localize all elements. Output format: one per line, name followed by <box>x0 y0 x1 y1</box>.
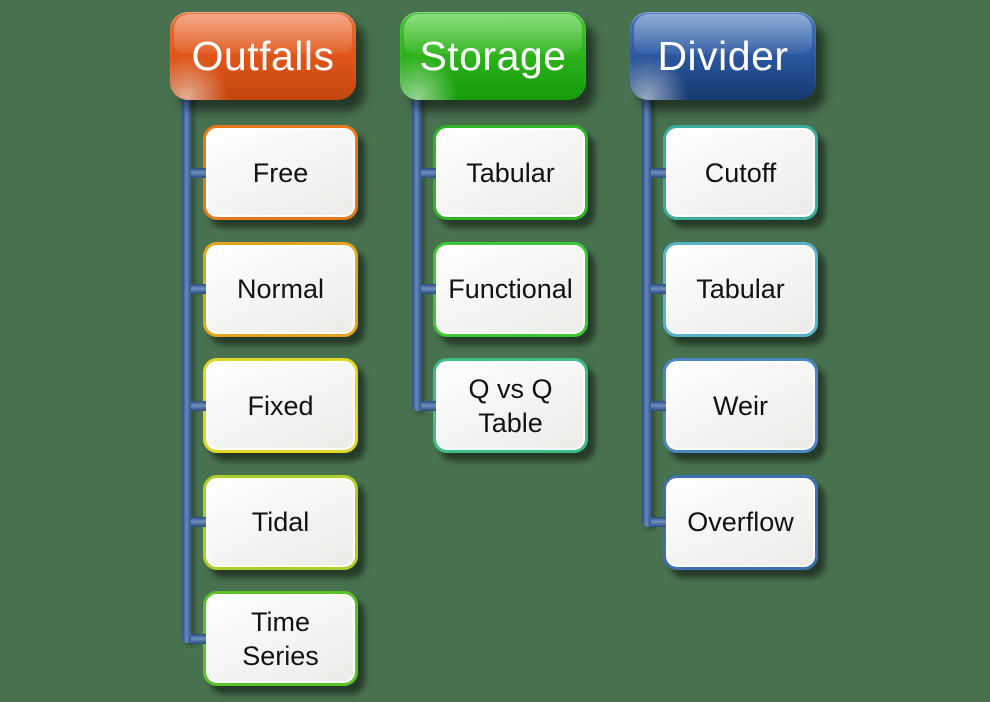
node-time-series: Time Series <box>191 591 358 686</box>
node-q-vs-q-table: Q vs Q Table <box>421 358 588 453</box>
node-label: Tidal <box>251 507 310 537</box>
connector-stub <box>651 284 666 294</box>
branch-children-divider: Cutoff Tabular Weir Overflow <box>651 125 818 570</box>
branch-divider: Divider Cutoff Tabular Weir Overflow <box>630 12 818 570</box>
branch-header-storage: Storage <box>400 12 586 100</box>
node-label: Cutoff <box>704 157 777 188</box>
node-cutoff: Cutoff <box>651 125 818 220</box>
connector-stub <box>421 284 436 294</box>
branch-storage: Storage Tabular Functional Q vs Q Table <box>400 12 588 453</box>
node-label: Time Series <box>242 606 319 671</box>
node-tabular-storage: Tabular <box>421 125 588 220</box>
node-overflow: Overflow <box>651 474 818 570</box>
branch-children-storage: Tabular Functional Q vs Q Table <box>421 125 588 453</box>
node-label: Tabular <box>696 274 785 304</box>
node-label: Free <box>252 157 309 188</box>
node-weir: Weir <box>651 358 818 453</box>
connector-stub <box>191 633 206 644</box>
node-label: Normal <box>236 274 324 304</box>
branch-header-outfalls: Outfalls <box>170 12 356 100</box>
connector-stub <box>651 167 666 178</box>
node-tabular-divider: Tabular <box>651 241 818 337</box>
connector-stub <box>421 400 436 411</box>
connector-stub <box>421 167 436 178</box>
connector-stub <box>191 517 206 527</box>
node-normal: Normal <box>191 241 358 337</box>
connector-stub <box>651 400 666 411</box>
connector-line-storage <box>412 92 422 411</box>
connector-line-outfalls <box>182 92 192 643</box>
connector-stub <box>191 400 206 411</box>
node-free: Free <box>191 125 358 220</box>
node-label: Q vs Q Table <box>468 373 553 438</box>
node-label: Fixed <box>247 390 314 421</box>
branch-header-divider: Divider <box>630 12 816 100</box>
node-fixed: Fixed <box>191 358 358 453</box>
connector-stub <box>191 167 206 178</box>
branch-children-outfalls: Free Normal Fixed Tidal Time Series <box>191 125 358 686</box>
node-label: Functional <box>448 274 573 304</box>
connector-stub <box>191 284 206 294</box>
branch-header-label: Divider <box>657 32 789 79</box>
node-tidal: Tidal <box>191 474 358 570</box>
node-label: Weir <box>712 390 768 421</box>
connector-stub <box>651 517 666 527</box>
node-label: Tabular <box>466 157 555 188</box>
branch-header-label: Storage <box>419 32 567 79</box>
node-label: Overflow <box>687 507 794 537</box>
branch-outfalls: Outfalls Free Normal Fixed Tidal Time <box>170 12 358 686</box>
connector-line-divider <box>642 92 652 527</box>
node-functional: Functional <box>421 241 588 337</box>
branch-header-label: Outfalls <box>191 32 335 79</box>
